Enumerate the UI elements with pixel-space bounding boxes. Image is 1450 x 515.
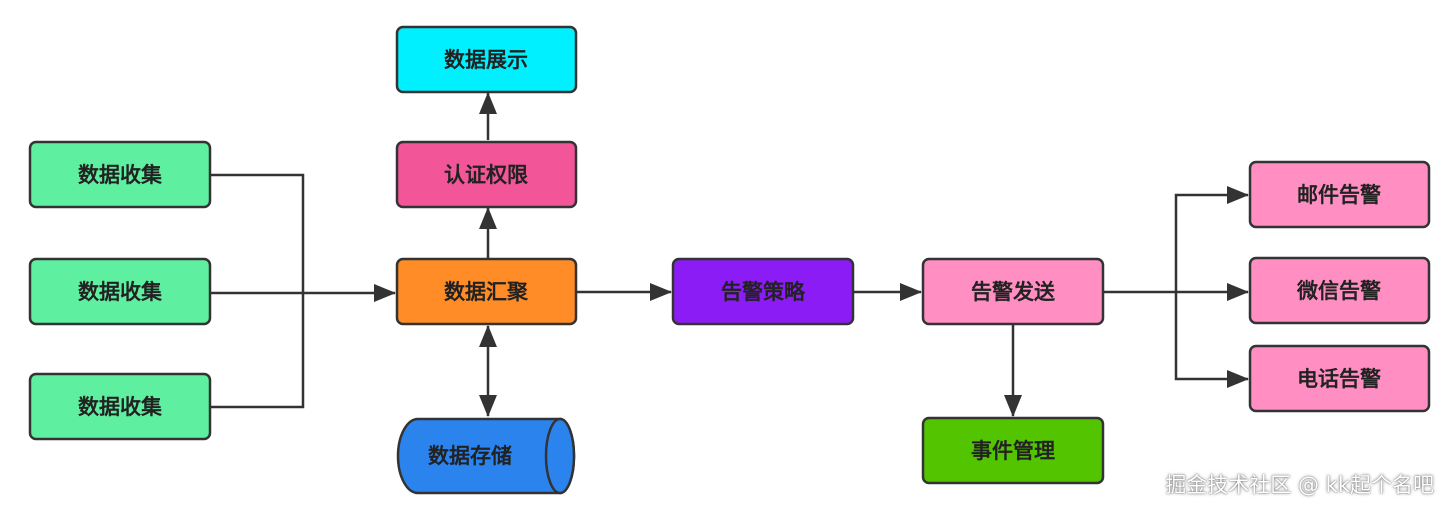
- node-storage-label: 数据存储: [428, 444, 512, 468]
- node-storage-cylinder-end: [544, 417, 576, 495]
- node-send: 告警发送: [921, 257, 1105, 326]
- node-phone-box: [1248, 344, 1431, 413]
- node-email-box: [1248, 160, 1431, 229]
- node-collect-3-box: [28, 372, 212, 441]
- node-display: 数据展示: [395, 25, 578, 94]
- node-event: 事件管理: [921, 416, 1105, 485]
- node-phone-label: 电话告警: [1297, 367, 1381, 391]
- node-send-box: [921, 257, 1105, 326]
- edge-collect1-to-merge: [211, 173, 305, 293]
- node-collect-1: 数据收集: [28, 140, 212, 209]
- node-phone: 电话告警: [1248, 344, 1431, 413]
- node-send-label: 告警发送: [971, 280, 1056, 304]
- node-wechat: 微信告警: [1248, 256, 1431, 325]
- node-policy: 告警策略: [671, 257, 855, 326]
- node-aggregate: 数据汇聚: [395, 257, 578, 326]
- node-collect-2: 数据收集: [28, 257, 212, 326]
- node-collect-1-label: 数据收集: [78, 163, 163, 187]
- node-email-label: 邮件告警: [1297, 183, 1381, 207]
- node-collect-2-label: 数据收集: [78, 280, 163, 304]
- node-policy-box: [671, 257, 855, 326]
- node-policy-label: 告警策略: [721, 280, 806, 304]
- node-collect-3: 数据收集: [28, 372, 212, 441]
- node-event-box: [921, 416, 1105, 485]
- edge-branch-to-phone: [1174, 292, 1249, 388]
- node-aggregate-box: [395, 257, 578, 326]
- watermark: 掘金技术社区 @ kk起个名吧: [1165, 473, 1434, 497]
- node-event-label: 事件管理: [971, 439, 1055, 463]
- edges: [211, 92, 1249, 417]
- node-wechat-box: [1248, 256, 1431, 325]
- node-display-box: [395, 25, 578, 94]
- node-aggregate-label: 数据汇聚: [444, 280, 529, 304]
- node-collect-1-box: [28, 140, 212, 209]
- node-storage: 数据存储: [396, 417, 576, 495]
- node-display-label: 数据展示: [444, 48, 528, 72]
- node-auth-box: [395, 140, 578, 209]
- node-wechat-label: 微信告警: [1296, 279, 1381, 303]
- node-auth-label: 认证权限: [444, 163, 528, 187]
- node-auth: 认证权限: [395, 140, 578, 209]
- node-collect-2-box: [28, 257, 212, 326]
- edge-branch-to-email: [1174, 186, 1249, 292]
- edge-collect3-to-merge: [211, 293, 305, 409]
- node-collect-3-label: 数据收集: [78, 395, 163, 419]
- node-email: 邮件告警: [1248, 160, 1431, 229]
